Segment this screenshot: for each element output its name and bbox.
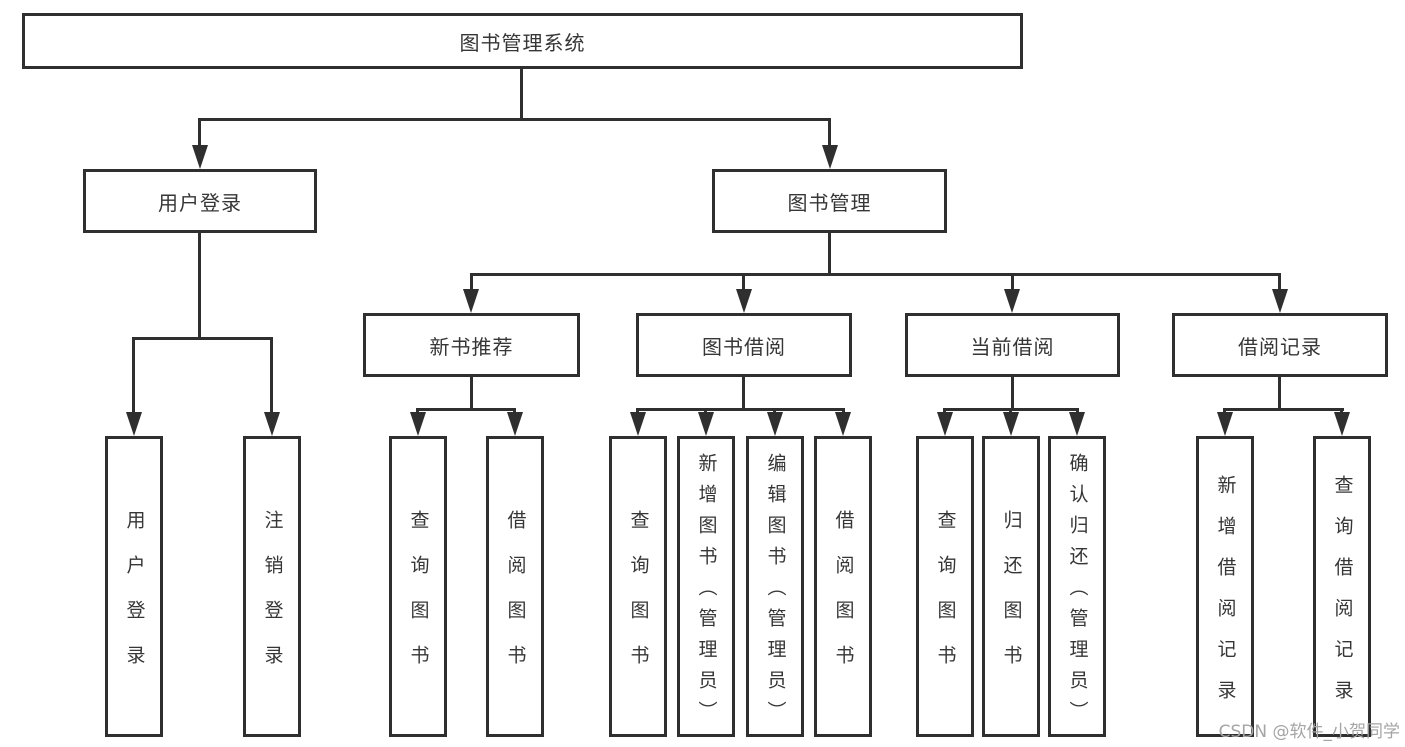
node-new-book-recommend-label: 新书推荐 xyxy=(429,334,514,359)
leaf-label: 新增借阅记录 xyxy=(1214,474,1237,721)
leaf-label: 借阅图书 xyxy=(832,509,855,690)
leaf-query-books-borrow: 查询图书 xyxy=(609,436,667,737)
node-borrow-records-label: 借阅记录 xyxy=(1238,334,1322,359)
arrowhead xyxy=(1334,412,1350,436)
connector-line xyxy=(1278,273,1281,293)
connector-line xyxy=(198,233,201,337)
connector-line xyxy=(828,233,831,273)
leaf-add-book-admin: 新增图书（管理员） xyxy=(677,436,735,737)
arrowhead xyxy=(192,145,208,169)
leaf-label: 确认归还（管理员） xyxy=(1066,453,1089,732)
connector-line xyxy=(198,118,201,148)
leaf-label: 查询图书 xyxy=(627,509,650,690)
arrowhead xyxy=(1003,412,1019,436)
connector-line xyxy=(132,337,135,413)
connector-line xyxy=(1011,273,1014,293)
arrowhead xyxy=(507,412,523,436)
connector-line xyxy=(828,118,831,148)
connector-line xyxy=(416,408,516,411)
connector-line xyxy=(470,273,1281,276)
arrowhead xyxy=(1272,289,1288,313)
leaf-label: 编辑图书（管理员） xyxy=(764,453,787,732)
connector-line xyxy=(636,408,845,411)
leaf-edit-book-admin: 编辑图书（管理员） xyxy=(746,436,804,737)
connector-line xyxy=(132,337,273,340)
arrowhead xyxy=(835,412,851,436)
arrowhead xyxy=(698,412,714,436)
node-book-management: 图书管理 xyxy=(712,169,947,233)
arrowhead xyxy=(410,412,426,436)
node-current-borrow: 当前借阅 xyxy=(905,313,1120,377)
node-new-book-recommend: 新书推荐 xyxy=(363,313,580,377)
node-book-borrow-label: 图书借阅 xyxy=(702,334,786,359)
connector-line xyxy=(470,273,473,293)
leaf-add-borrow-record: 新增借阅记录 xyxy=(1196,436,1254,737)
leaf-label: 注销登录 xyxy=(261,509,284,690)
leaf-query-books-current: 查询图书 xyxy=(916,436,974,737)
node-user-login-label: 用户登录 xyxy=(158,190,242,215)
leaf-label: 查询图书 xyxy=(407,509,430,690)
arrowhead xyxy=(264,412,280,436)
leaf-label: 归还图书 xyxy=(1000,509,1023,690)
leaf-query-borrow-record: 查询借阅记录 xyxy=(1313,436,1371,737)
leaf-user-login: 用户登录 xyxy=(105,436,163,737)
connector-line xyxy=(1223,408,1344,411)
arrowhead xyxy=(126,412,142,436)
leaf-label: 查询借阅记录 xyxy=(1331,474,1354,721)
arrowhead xyxy=(630,412,646,436)
connector-line xyxy=(1278,377,1281,408)
arrowhead xyxy=(822,145,838,169)
connector-line xyxy=(742,377,745,408)
connector-line xyxy=(198,118,831,121)
leaf-borrow-books: 借阅图书 xyxy=(814,436,872,737)
connector-line xyxy=(470,377,473,408)
connector-line xyxy=(742,273,745,293)
leaf-label: 借阅图书 xyxy=(504,509,527,690)
arrowhead xyxy=(1004,289,1020,313)
node-current-borrow-label: 当前借阅 xyxy=(970,334,1055,359)
leaf-label: 新增图书（管理员） xyxy=(695,453,718,732)
arrowhead xyxy=(463,289,479,313)
leaf-label: 查询图书 xyxy=(934,509,957,690)
arrowhead xyxy=(767,412,783,436)
arrowhead xyxy=(1069,412,1085,436)
node-root-label: 图书管理系统 xyxy=(459,30,586,55)
connector-line xyxy=(520,69,523,118)
arrowhead xyxy=(1217,412,1233,436)
leaf-logout: 注销登录 xyxy=(243,436,301,737)
node-book-management-label: 图书管理 xyxy=(787,190,872,215)
node-borrow-records: 借阅记录 xyxy=(1172,313,1388,377)
node-root: 图书管理系统 xyxy=(22,13,1023,69)
leaf-query-books-recommend: 查询图书 xyxy=(389,436,447,737)
connector-line xyxy=(1011,377,1014,408)
arrowhead xyxy=(736,289,752,313)
connector-line xyxy=(270,337,273,413)
leaf-label: 用户登录 xyxy=(123,509,146,690)
node-book-borrow: 图书借阅 xyxy=(636,313,852,377)
node-user-login: 用户登录 xyxy=(83,169,317,233)
leaf-borrow-books-recommend: 借阅图书 xyxy=(486,436,544,737)
arrowhead xyxy=(937,412,953,436)
leaf-confirm-return-admin: 确认归还（管理员） xyxy=(1048,436,1106,737)
csdn-watermark: CSDN @软件_小贺同学 xyxy=(1218,722,1400,742)
leaf-return-book: 归还图书 xyxy=(982,436,1040,737)
